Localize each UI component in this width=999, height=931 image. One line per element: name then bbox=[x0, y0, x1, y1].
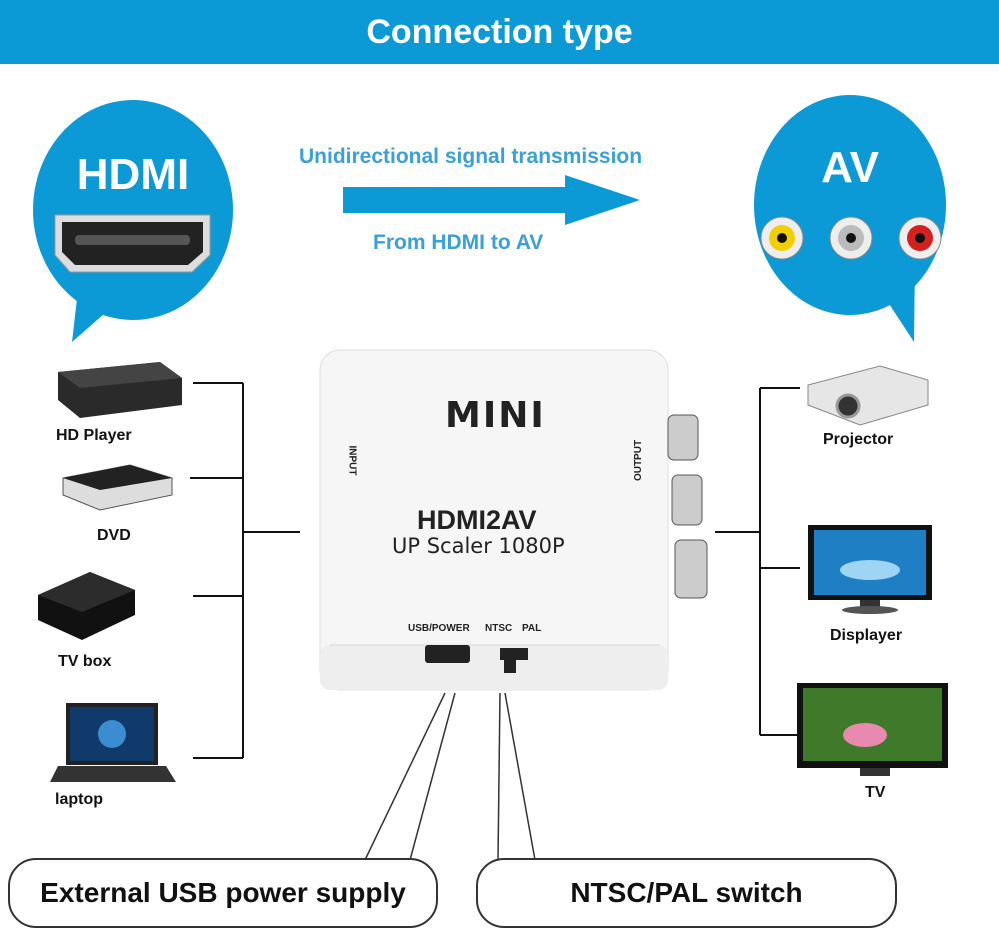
tv-image bbox=[797, 683, 948, 776]
output-connector-lines bbox=[715, 387, 800, 736]
display-label: Displayer bbox=[830, 627, 903, 644]
header-banner: Connection type bbox=[0, 0, 999, 64]
output-label: OUTPUT bbox=[633, 439, 645, 482]
hdmi-port-icon bbox=[54, 214, 211, 273]
rca-red-icon bbox=[898, 216, 942, 260]
usb-power-callout: External USB power supply bbox=[8, 858, 438, 928]
device-subtitle: UP Scaler 1080P bbox=[392, 534, 565, 558]
source-label: laptop bbox=[55, 791, 103, 808]
display-label: Projector bbox=[823, 431, 894, 448]
mini-usb-port bbox=[425, 645, 470, 663]
rca-yellow-icon bbox=[760, 216, 804, 260]
device-model: HDMI2AV bbox=[417, 505, 537, 535]
display-label: TV bbox=[865, 784, 886, 801]
dvd-image bbox=[62, 464, 173, 511]
rca-white-icon bbox=[829, 216, 873, 260]
hd-player-image bbox=[58, 362, 182, 418]
projector-image bbox=[807, 365, 929, 426]
ntsc-pal-callout-text: NTSC/PAL switch bbox=[570, 877, 803, 908]
tv-box-image bbox=[38, 572, 135, 640]
source-label: TV box bbox=[58, 653, 112, 670]
rca-output-jacks bbox=[667, 414, 708, 599]
laptop-image bbox=[50, 703, 176, 782]
signal-conversion-text: From HDMI to AV bbox=[373, 231, 544, 254]
pal-label: PAL bbox=[522, 623, 542, 634]
device-brand: MINI bbox=[445, 395, 546, 436]
signal-arrow-icon bbox=[343, 175, 640, 225]
usb-power-label: USB/POWER bbox=[408, 623, 470, 634]
hdmi2av-converter-image bbox=[319, 349, 708, 691]
usb-power-callout-text: External USB power supply bbox=[40, 877, 406, 908]
source-label: DVD bbox=[97, 527, 131, 544]
hdmi-title: HDMI bbox=[76, 150, 190, 199]
displayer-image bbox=[808, 525, 932, 614]
source-label: HD Player bbox=[56, 427, 132, 444]
input-connector-lines bbox=[190, 382, 300, 759]
page-title: Connection type bbox=[366, 12, 633, 51]
signal-direction-text: Unidirectional signal transmission bbox=[299, 145, 643, 168]
callout-lines bbox=[364, 692, 536, 861]
input-label: INPUT bbox=[346, 445, 358, 476]
ntsc-pal-callout: NTSC/PAL switch bbox=[476, 858, 897, 928]
av-bubble bbox=[754, 95, 946, 342]
hdmi-bubble bbox=[33, 100, 233, 342]
av-title: AV bbox=[821, 143, 879, 192]
ntsc-label: NTSC bbox=[485, 623, 513, 634]
